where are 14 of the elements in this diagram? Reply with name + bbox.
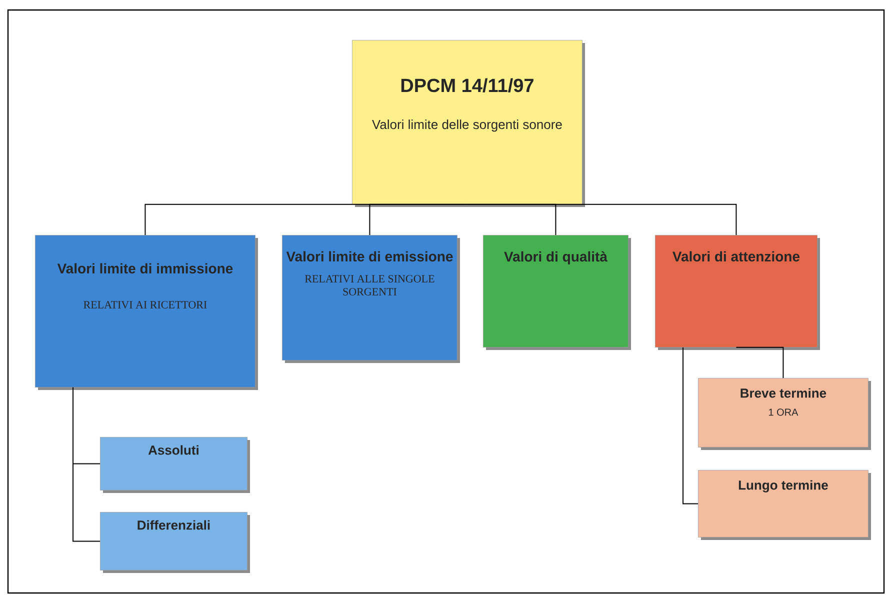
- connector-line: [72, 386, 100, 542]
- connector-line: [466, 204, 737, 236]
- subcategory-box: Lungo termine: [698, 470, 871, 540]
- connector-line: [736, 346, 784, 378]
- connector-line: [369, 204, 468, 236]
- subcategory-box: Breve termine 1 ORA: [698, 378, 871, 450]
- category-box: Valori di attenzione: [655, 235, 820, 350]
- connector-line: [682, 346, 698, 504]
- category-box: Valori di qualità: [483, 235, 631, 350]
- subcategory-box: Differenziali: [100, 512, 250, 573]
- category-box: Valori limite di immissione RELATIVI AI RICETTORI: [35, 235, 258, 390]
- subcategory-box: Assoluti: [100, 437, 250, 493]
- title-box: DPCM 14/11/97 Valori limite delle sorgenti sonore: [352, 40, 585, 207]
- category-box: Valori limite di emissione RELATIVI ALLE SINGOLE SORGENTI: [282, 235, 460, 363]
